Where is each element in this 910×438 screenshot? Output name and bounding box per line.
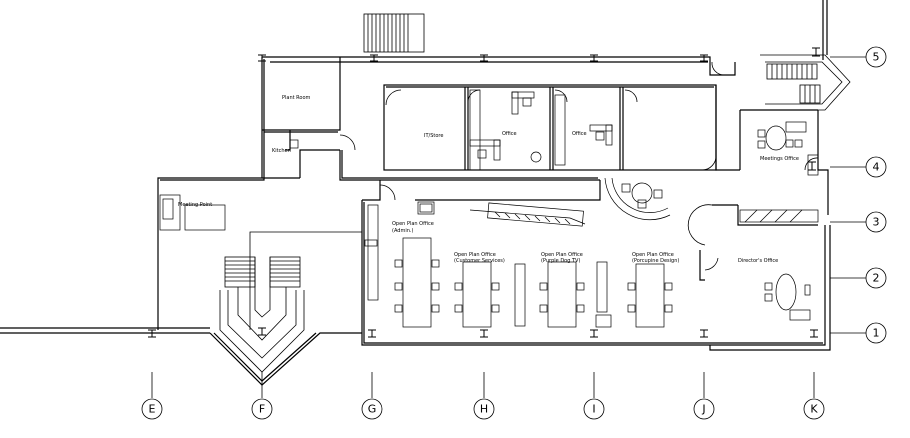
grid-marker-j: J [693, 398, 715, 420]
grid-label-3: 3 [873, 216, 880, 229]
grid-label-5: 5 [873, 51, 880, 64]
grid-marker-f: F [251, 398, 273, 420]
grid-marker-4: 4 [865, 156, 887, 178]
room-label-admin-line1: Open Plan Office [392, 221, 434, 227]
grid-marker-1: 1 [865, 322, 887, 344]
grid-label-g: G [368, 403, 377, 416]
grid-lines [151, 56, 866, 398]
room-label-plant-room: Plant Room [282, 95, 311, 101]
room-label-directors-office: Director's Office [738, 258, 778, 264]
room-label-customer-services-line2: (Customer Services) [454, 258, 505, 264]
grid-marker-5: 5 [865, 46, 887, 68]
grid-marker-2: 2 [865, 267, 887, 289]
grid-label-e: E [149, 403, 156, 416]
structural-columns [148, 47, 820, 338]
room-label-purple-dog-tv-line2: (Purple Dog TV) [541, 258, 580, 264]
grid-label-i: I [592, 403, 595, 416]
grid-label-2: 2 [873, 272, 880, 285]
room-label-admin-line2: (Admin.) [392, 228, 413, 234]
furniture [159, 89, 819, 328]
main-staircase [219, 231, 362, 373]
grid-marker-e: E [141, 398, 163, 420]
grid-marker-h: H [473, 398, 495, 420]
grid-label-k: K [810, 403, 818, 416]
room-labels: Plant Room Kitchen IT/Store Office Offic… [178, 95, 799, 264]
room-label-kitchen: Kitchen [272, 148, 291, 154]
right-staircase [760, 54, 851, 111]
grid-column-markers: E F G H I J K [141, 398, 825, 420]
grid-label-1: 1 [873, 327, 880, 340]
walls [0, 0, 831, 386]
room-label-meeting-point: Meeting Point [178, 202, 212, 208]
room-label-purple-dog-tv-line1: Open Plan Office [541, 252, 583, 258]
grid-marker-3: 3 [865, 211, 887, 233]
room-label-it-store: IT/Store [424, 133, 443, 139]
top-staircase [363, 13, 425, 53]
room-label-porcupine-line1: Open Plan Office [632, 252, 674, 258]
room-label-customer-services-line1: Open Plan Office [454, 252, 496, 258]
room-label-meetings-office: Meetings Office [760, 156, 799, 162]
grid-marker-k: K [803, 398, 825, 420]
grid-label-f: F [259, 403, 265, 416]
room-label-office-1: Office [502, 131, 517, 137]
grid-label-h: H [480, 403, 488, 416]
grid-label-4: 4 [873, 161, 880, 174]
room-label-porcupine-line2: (Porcupine Design) [632, 258, 679, 264]
grid-label-j: J [701, 403, 705, 416]
grid-marker-g: G [361, 398, 383, 420]
doors [339, 61, 819, 271]
room-label-office-2: Office [572, 131, 587, 137]
grid-marker-i: I [583, 398, 605, 420]
grid-row-markers: 5 4 3 2 1 [865, 46, 887, 344]
